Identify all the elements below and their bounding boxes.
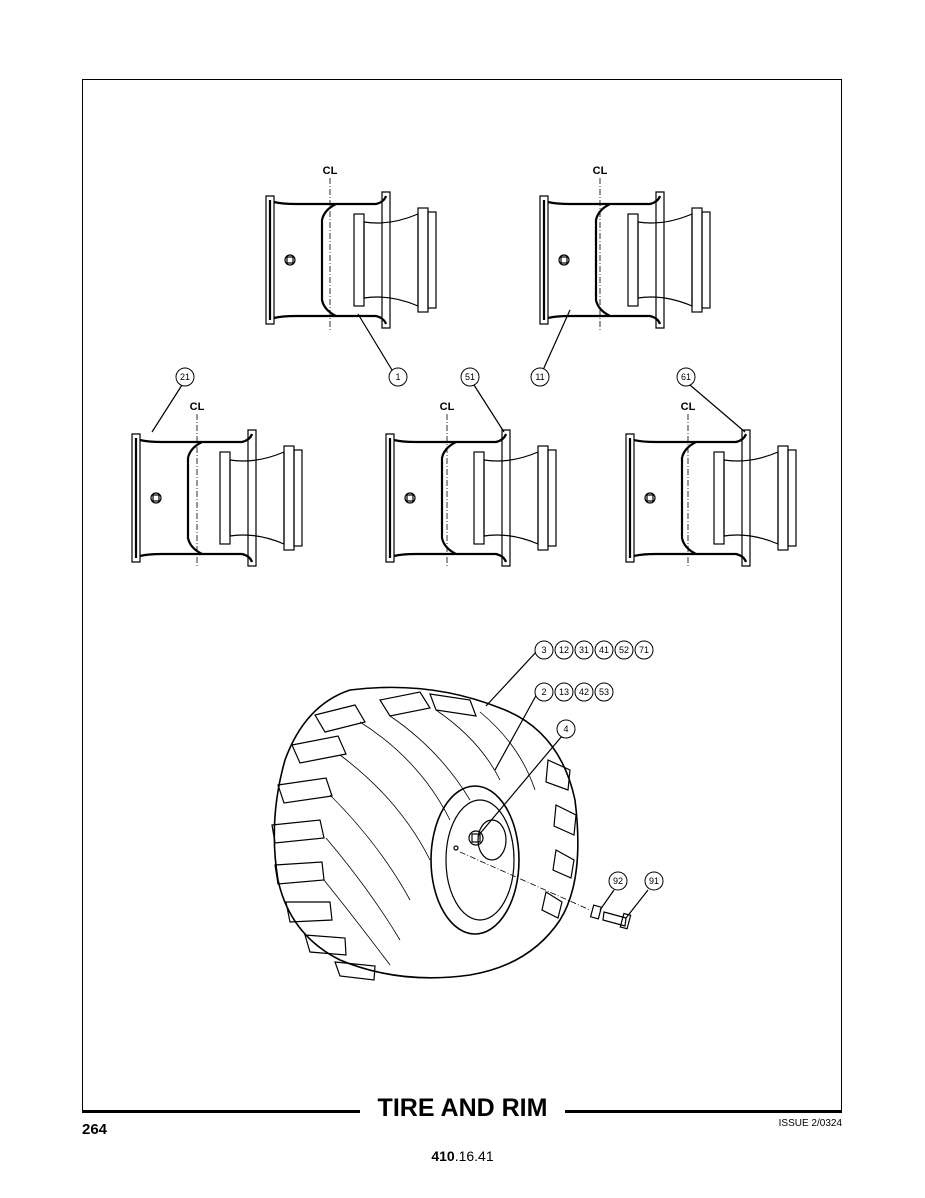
- callout-92: 92: [608, 871, 628, 891]
- svg-text:13: 13: [559, 687, 569, 697]
- svg-text:3: 3: [541, 645, 546, 655]
- issue-label: ISSUE 2/0324: [778, 1118, 842, 1129]
- callout-91: 91: [644, 871, 664, 891]
- svg-text:53: 53: [599, 687, 609, 697]
- title-rule-left: [82, 1110, 364, 1112]
- document-code-bold: 410: [431, 1148, 455, 1164]
- svg-text:42: 42: [579, 687, 589, 697]
- rim-61-drawing: CL 61: [624, 367, 798, 568]
- rim-21-drawing: CL 21: [130, 367, 304, 568]
- rim-11-drawing: CL 11: [530, 165, 712, 387]
- tire-callouts-row-1: 3 12 31 41 52 71: [534, 640, 654, 660]
- callout-11: 11: [530, 367, 550, 387]
- svg-text:31: 31: [579, 645, 589, 655]
- tire-assembly-drawing: [271, 649, 649, 981]
- svg-text:71: 71: [639, 645, 649, 655]
- rim-21-centerline-label: CL: [190, 401, 205, 413]
- svg-text:1: 1: [395, 372, 400, 382]
- svg-text:61: 61: [681, 372, 691, 382]
- rim-1-centerline-label: CL: [323, 165, 338, 177]
- svg-text:21: 21: [180, 372, 190, 382]
- callout-1: 1: [388, 367, 408, 387]
- callout-21: 21: [175, 367, 195, 387]
- rim-51-centerline-label: CL: [440, 401, 455, 413]
- page-title: TIRE AND RIM: [360, 1094, 565, 1123]
- svg-text:2: 2: [541, 687, 546, 697]
- rim-1-drawing: CL 1: [264, 165, 438, 387]
- svg-text:11: 11: [535, 372, 544, 382]
- svg-text:92: 92: [613, 876, 623, 886]
- title-rule-right: [562, 1110, 842, 1112]
- svg-text:12: 12: [559, 645, 569, 655]
- callout-4: 4: [556, 719, 576, 739]
- svg-text:4: 4: [563, 724, 568, 734]
- callout-51: 51: [460, 367, 480, 387]
- svg-text:91: 91: [649, 876, 659, 886]
- page-number: 264: [82, 1121, 108, 1138]
- svg-text:41: 41: [599, 645, 609, 655]
- document-code-rest: .16.41: [454, 1148, 494, 1164]
- rim-61-centerline-label: CL: [681, 401, 696, 413]
- rim-11-centerline-label: CL: [593, 165, 608, 177]
- document-code: 410.16.41: [0, 1148, 925, 1164]
- svg-text:52: 52: [619, 645, 629, 655]
- rim-51-drawing: CL 51: [384, 367, 558, 568]
- callout-61: 61: [676, 367, 696, 387]
- svg-text:51: 51: [465, 372, 475, 382]
- tire-callouts-row-2: 2 13 42 53: [534, 682, 614, 702]
